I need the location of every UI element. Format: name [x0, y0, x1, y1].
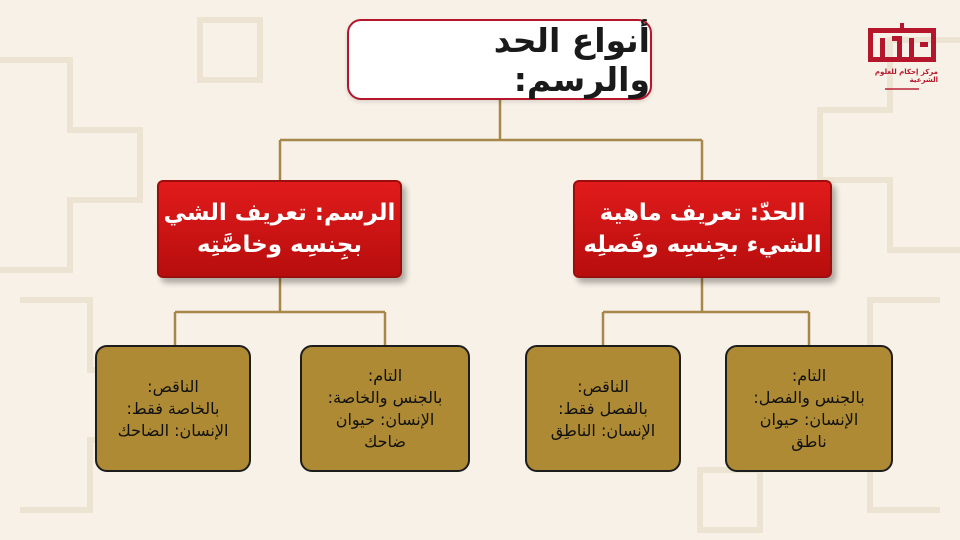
type-line: بالفصل فقط: [558, 398, 648, 418]
page-title: أنواع الحد والرسم: [493, 20, 650, 99]
type-line: الإنسان: حيوان [335, 409, 435, 429]
type-line: الإنسان: الناطِق [550, 420, 656, 440]
type-heading: الناقص: [147, 376, 199, 396]
type-heading: التام: [791, 365, 827, 385]
type-line: الإنسان: حيوان [759, 409, 859, 429]
hadd-incomplete-box: الناقص: بالفصل فقط: الإنسان: الناطِق [525, 345, 681, 472]
hadd-line-1: الحدّ: تعريف ماهية [599, 200, 806, 226]
logo-subtitle: مركز إحكام للعلوم الشرعية [874, 68, 938, 84]
rasm-complete-box: التام: بالجنس والخاصة: الإنسان: حيوان ضا… [300, 345, 470, 472]
type-heading: التام: [367, 365, 403, 385]
type-line: ناطق [791, 431, 827, 451]
rasm-line-1: الرسم: تعريف الشي [163, 200, 396, 226]
type-line: الإنسان: الضاحك [117, 420, 229, 440]
logo-mark-icon [868, 23, 936, 62]
type-line: ضاحك [364, 431, 406, 451]
hadd-complete-box: التام: بالجنس والفصل: الإنسان: حيوان ناط… [725, 345, 893, 472]
type-line: بالخاصة فقط: [126, 398, 220, 418]
title-box: أنواع الحد والرسم: [347, 19, 652, 100]
type-heading: الناقص: [577, 376, 629, 396]
logo: مركز إحكام للعلوم الشرعية [866, 22, 938, 90]
definition-hadd-box: الحدّ: تعريف ماهية الشيء بجِنسِه وفَصلِه [573, 180, 832, 278]
type-line: بالجنس والفصل: [753, 387, 865, 407]
hadd-line-2: الشيء بجِنسِه وفَصلِه [583, 232, 822, 258]
rasm-incomplete-box: الناقص: بالخاصة فقط: الإنسان: الضاحك [95, 345, 251, 472]
logo-url-mark [885, 88, 919, 90]
type-line: بالجنس والخاصة: [327, 387, 443, 407]
rasm-line-2: بجِنسِه وخاصَّتِه [196, 232, 363, 258]
definition-rasm-box: الرسم: تعريف الشي بجِنسِه وخاصَّتِه [157, 180, 402, 278]
